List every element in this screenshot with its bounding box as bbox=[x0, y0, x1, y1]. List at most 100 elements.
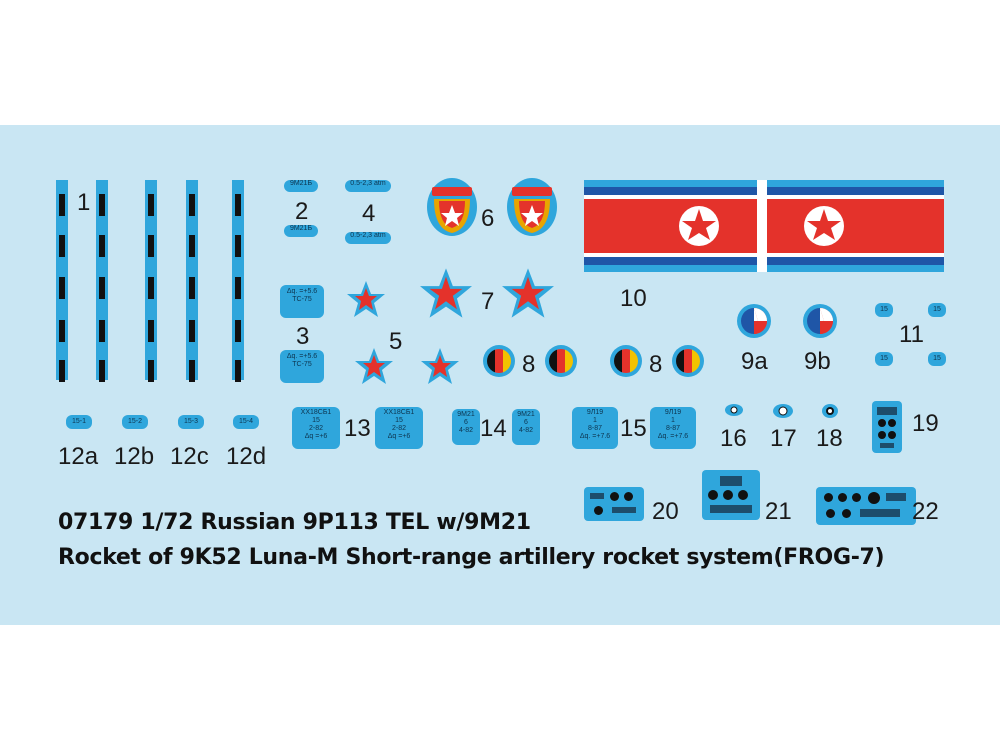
decal-number-4: 4 bbox=[362, 200, 376, 227]
serial-decal: 9M21Б bbox=[284, 225, 318, 237]
serial-decal: 15-4 bbox=[233, 415, 259, 429]
gauge-decal bbox=[822, 404, 838, 418]
decal-sheet: 1 9M21Б 2 9M21Б 0.5-2,3 atm 4 0.5-2,3 at… bbox=[0, 125, 1000, 625]
red-star-decal bbox=[421, 348, 459, 384]
decal-number-9a: 9a bbox=[741, 348, 768, 375]
pressure-decal: 0.5-2,3 atm bbox=[345, 232, 391, 244]
decal-number-7: 7 bbox=[481, 288, 495, 315]
correction-decal: Δq. =+5.6 ТС-75 bbox=[280, 350, 324, 383]
stencil-line: 9Л19 bbox=[586, 409, 604, 416]
instrument-panel-decal bbox=[702, 470, 760, 520]
correction-line: Δq. =+5.6 bbox=[286, 353, 318, 360]
small-number-decal: 15 bbox=[875, 352, 893, 366]
stencil-decal: ХХ18СБ1 15 2-82 Δq =+6 bbox=[292, 407, 340, 449]
decal-number-20: 20 bbox=[652, 498, 679, 525]
serial-decal: 15-2 bbox=[122, 415, 148, 429]
stencil-decal: 9Л19 1 8-87 Δq. =+7.6 bbox=[650, 407, 696, 449]
stripe-decal bbox=[186, 180, 198, 382]
stripe-decal bbox=[96, 180, 108, 382]
decal-number-11: 11 bbox=[899, 321, 924, 348]
czech-roundel-decal bbox=[803, 304, 837, 338]
stencil-decal: ХХ18СБ1 15 2-82 Δq =+6 bbox=[375, 407, 423, 449]
roundel-decal bbox=[610, 345, 642, 377]
decal-number-1: 1 bbox=[77, 189, 91, 216]
red-star-decal bbox=[502, 268, 554, 318]
correction-line: Δq. =+5.6 bbox=[286, 288, 318, 295]
decal-number-3: 3 bbox=[296, 323, 310, 350]
stripe-decal bbox=[145, 180, 157, 382]
decal-number-22: 22 bbox=[912, 498, 939, 525]
decal-number-18: 18 bbox=[816, 425, 843, 452]
stencil-line: 8-87 bbox=[665, 425, 680, 433]
stencil-line: 4-82 bbox=[518, 427, 533, 435]
decal-number-10: 10 bbox=[620, 285, 647, 312]
guards-emblem-decal bbox=[427, 178, 477, 236]
stencil-line: 9M21 bbox=[457, 411, 475, 418]
stencil-line: 6 bbox=[524, 419, 528, 427]
stripe-decal bbox=[56, 180, 68, 382]
decal-number-21: 21 bbox=[765, 498, 792, 525]
decal-number-16: 16 bbox=[720, 425, 747, 452]
stencil-line: 8-87 bbox=[587, 425, 602, 433]
stencil-line: ХХ18СБ1 bbox=[300, 409, 332, 416]
stencil-line: 4-82 bbox=[458, 427, 473, 435]
stencil-line: 2-82 bbox=[391, 425, 406, 433]
correction-line: ТС-75 bbox=[292, 361, 312, 369]
decal-number-12c: 12c bbox=[170, 443, 209, 470]
decal-number-6: 6 bbox=[481, 205, 495, 232]
north-korea-flag-decal bbox=[584, 180, 944, 272]
red-star-decal bbox=[355, 348, 393, 384]
instrument-panel-decal bbox=[872, 401, 902, 453]
decal-number-15: 15 bbox=[620, 415, 647, 442]
small-number-decal: 15 bbox=[928, 303, 946, 317]
decal-number-13: 13 bbox=[344, 415, 371, 442]
gauge-decal bbox=[725, 404, 743, 416]
correction-decal: Δq. =+5.6 ТС-75 bbox=[280, 285, 324, 318]
guards-emblem-decal bbox=[507, 178, 557, 236]
red-star-decal bbox=[420, 268, 472, 318]
roundel-decal bbox=[483, 345, 515, 377]
pressure-decal: 0.5-2,3 atm bbox=[345, 180, 391, 192]
stencil-line: 2-82 bbox=[308, 425, 323, 433]
instrument-panel-decal bbox=[584, 487, 644, 521]
stencil-line: 9Л19 bbox=[664, 409, 682, 416]
decal-number-8: 8 bbox=[649, 351, 663, 378]
stencil-line: 15 bbox=[395, 417, 403, 425]
stripe-decal bbox=[232, 180, 244, 382]
stencil-line: ХХ18СБ1 bbox=[383, 409, 415, 416]
stencil-line: Δq =+6 bbox=[387, 433, 411, 441]
stencil-line: 1 bbox=[593, 417, 597, 425]
stencil-decal: 9Л19 1 8-87 Δq. =+7.6 bbox=[572, 407, 618, 449]
stencil-line: 15 bbox=[312, 417, 320, 425]
decal-number-12b: 12b bbox=[114, 443, 155, 470]
decal-number-12a: 12a bbox=[58, 443, 99, 470]
product-title-line-1: 07179 1/72 Russian 9P113 TEL w/9M21 bbox=[58, 510, 531, 535]
stencil-decal: 9M21 6 4-82 bbox=[512, 409, 540, 445]
red-star-decal bbox=[347, 281, 385, 317]
serial-decal: 15-1 bbox=[66, 415, 92, 429]
stencil-decal: 9M21 6 4-82 bbox=[452, 409, 480, 445]
stencil-line: 9M21 bbox=[517, 411, 535, 418]
decal-number-14: 14 bbox=[480, 415, 507, 442]
decal-number-9b: 9b bbox=[804, 348, 831, 375]
stencil-line: 6 bbox=[464, 419, 468, 427]
decal-number-8: 8 bbox=[522, 351, 536, 378]
decal-number-12d: 12d bbox=[226, 443, 267, 470]
decal-number-2: 2 bbox=[295, 198, 309, 225]
stencil-line: Δq =+6 bbox=[304, 433, 328, 441]
roundel-decal bbox=[545, 345, 577, 377]
serial-decal: 15-3 bbox=[178, 415, 204, 429]
stencil-line: Δq. =+7.6 bbox=[579, 433, 611, 441]
small-number-decal: 15 bbox=[875, 303, 893, 317]
gauge-decal bbox=[773, 404, 793, 418]
small-number-decal: 15 bbox=[928, 352, 946, 366]
serial-decal: 9M21Б bbox=[284, 180, 318, 192]
stencil-line: Δq. =+7.6 bbox=[657, 433, 689, 441]
correction-line: ТС-75 bbox=[292, 296, 312, 304]
product-title-line-2: Rocket of 9K52 Luna-M Short-range artill… bbox=[58, 545, 885, 570]
decal-number-19: 19 bbox=[912, 410, 939, 437]
decal-number-17: 17 bbox=[770, 425, 797, 452]
stencil-line: 1 bbox=[671, 417, 675, 425]
roundel-decal bbox=[672, 345, 704, 377]
czech-roundel-decal bbox=[737, 304, 771, 338]
